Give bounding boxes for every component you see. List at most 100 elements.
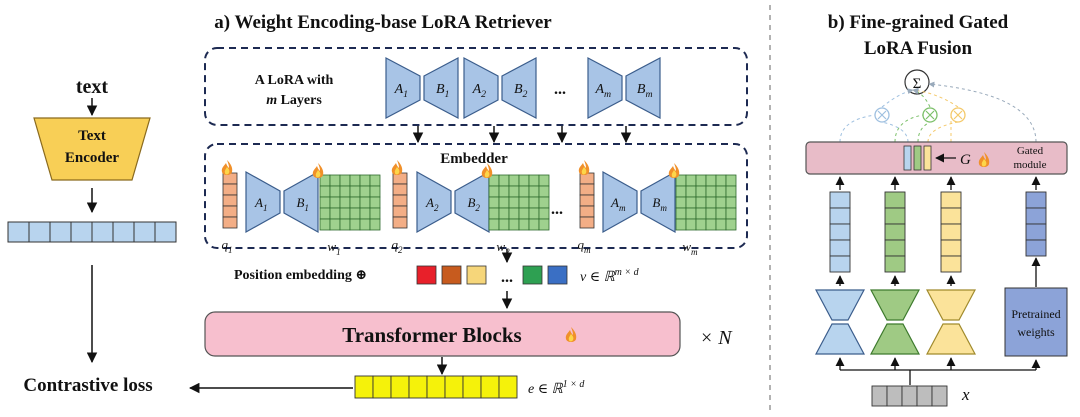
query-token-cell <box>392 216 408 229</box>
weight-grid-cell <box>349 207 361 220</box>
weight-grid-cell <box>675 185 687 198</box>
pretrained-output-vector-cell <box>1025 207 1047 225</box>
position-embedding-label: Position embedding ⊕ <box>234 268 367 283</box>
weight-grid-cell <box>528 185 540 198</box>
weight-grid-cell <box>695 218 707 231</box>
pretrained-weights-box <box>1004 287 1068 357</box>
weight-grid-cell <box>725 218 737 231</box>
lora-output-vector-cell <box>884 255 906 273</box>
lora-output-vector-cell <box>884 223 906 241</box>
gate-bar <box>923 145 932 171</box>
lora-B-matrix <box>283 170 319 234</box>
weight-grid-cell <box>329 185 341 198</box>
lora-B-vertical <box>815 289 865 321</box>
weight-grid-cell <box>518 207 530 220</box>
text-embedding-cell <box>91 221 114 243</box>
lora-output-vector-cell <box>940 191 962 209</box>
weight-grid-cell <box>538 218 550 231</box>
position-token <box>547 265 568 285</box>
lora-output-vector-cell <box>829 223 851 241</box>
lora-B-matrix <box>423 57 459 119</box>
weight-grid-cell <box>488 218 500 231</box>
weight-grid-cell <box>695 207 707 220</box>
text-embedding-vector <box>7 221 177 243</box>
weight-grid-cell <box>369 207 381 220</box>
e-vector-cell <box>390 375 410 399</box>
fusion-columns <box>815 176 1047 370</box>
weight-grid-cell <box>538 174 550 187</box>
text-input-label: text <box>76 76 109 98</box>
weight-flame-icon <box>668 163 680 178</box>
lora-ellipsis: ... <box>554 81 566 98</box>
weight-grid-cell <box>498 218 510 231</box>
query-token-cell <box>579 205 595 218</box>
weight-grid-cell <box>329 174 341 187</box>
sum-symbol: Σ <box>913 76 922 92</box>
weight-grid-cell <box>319 196 331 209</box>
e-dimension-label: e ∈ ℝ1 × d <box>528 379 585 397</box>
weight-grid-cell <box>319 185 331 198</box>
pretrained-label-line1: Pretrained <box>1011 307 1060 321</box>
lora-B-label: B2 <box>467 195 480 213</box>
weight-grid-cell <box>538 207 550 220</box>
e-vector-cell <box>408 375 428 399</box>
input-x-cell <box>916 385 933 407</box>
lora-B-matrix <box>625 57 661 119</box>
query-token-cell <box>392 194 408 207</box>
dashed-to-sum <box>912 87 959 108</box>
e-vector-cell <box>372 375 392 399</box>
weight-label: w2 <box>496 239 510 257</box>
pretrained-output-vector-cell <box>1025 223 1047 241</box>
lora-B-label: B1 <box>296 195 309 213</box>
weight-grid-cell <box>538 196 550 209</box>
lora-output-vector-cell <box>829 255 851 273</box>
lora-A-vertical <box>926 323 976 355</box>
multiply-symbol <box>877 110 887 120</box>
panel-b-title-line2: LoRA Fusion <box>864 38 973 59</box>
query-token-cell <box>579 183 595 196</box>
weight-grid-cell <box>705 174 717 187</box>
input-x-cell <box>931 385 948 407</box>
lora-A-label: A2 <box>472 82 487 100</box>
weight-grid-cell <box>369 196 381 209</box>
weight-grid-cell <box>339 185 351 198</box>
query-flame-icon <box>578 160 590 175</box>
weight-grid-cell <box>359 185 371 198</box>
gate-bar <box>903 145 912 171</box>
weight-grid-cell <box>518 174 530 187</box>
transformer-blocks <box>204 311 681 357</box>
position-token <box>522 265 543 285</box>
text-encoder-label-line1: Text <box>78 128 106 144</box>
e-vector-cell <box>480 375 500 399</box>
weight-grid-cell <box>528 196 540 209</box>
text-embedding-cell <box>112 221 135 243</box>
panel-b-title-line1: b) Fine-grained Gated <box>828 12 1009 33</box>
weight-grid-cell <box>498 185 510 198</box>
input-x-cell <box>871 385 888 407</box>
weight-grid-cell <box>675 207 687 220</box>
weight-grid-cell <box>329 218 341 231</box>
weight-grid-cell <box>695 196 707 209</box>
lora-A-matrix <box>602 170 638 234</box>
weight-grid-cell <box>488 185 500 198</box>
transformer-label: Transformer Blocks <box>342 323 521 347</box>
lora-output-vector-cell <box>884 191 906 209</box>
weight-grid-cell <box>725 174 737 187</box>
lora-B-matrix <box>640 170 676 234</box>
embedder-ellipsis: ... <box>551 201 563 218</box>
e-vector-cell <box>426 375 446 399</box>
text-encoder-trapezoid <box>33 117 151 181</box>
lora-A-matrix <box>463 57 499 119</box>
query-token-cell <box>222 194 238 207</box>
weight-grid-cell <box>339 218 351 231</box>
gate-bar <box>913 145 922 171</box>
dashed-gate-to-multiply <box>881 121 909 143</box>
weight-grid-cell <box>498 174 510 187</box>
dashed-gate-to-multiply <box>917 121 931 143</box>
text-embedding-cell <box>133 221 156 243</box>
input-x-connections <box>840 369 1036 385</box>
weight-grid-cell <box>538 185 550 198</box>
weight-grid-cell <box>528 218 540 231</box>
x-label: x <box>961 385 970 404</box>
